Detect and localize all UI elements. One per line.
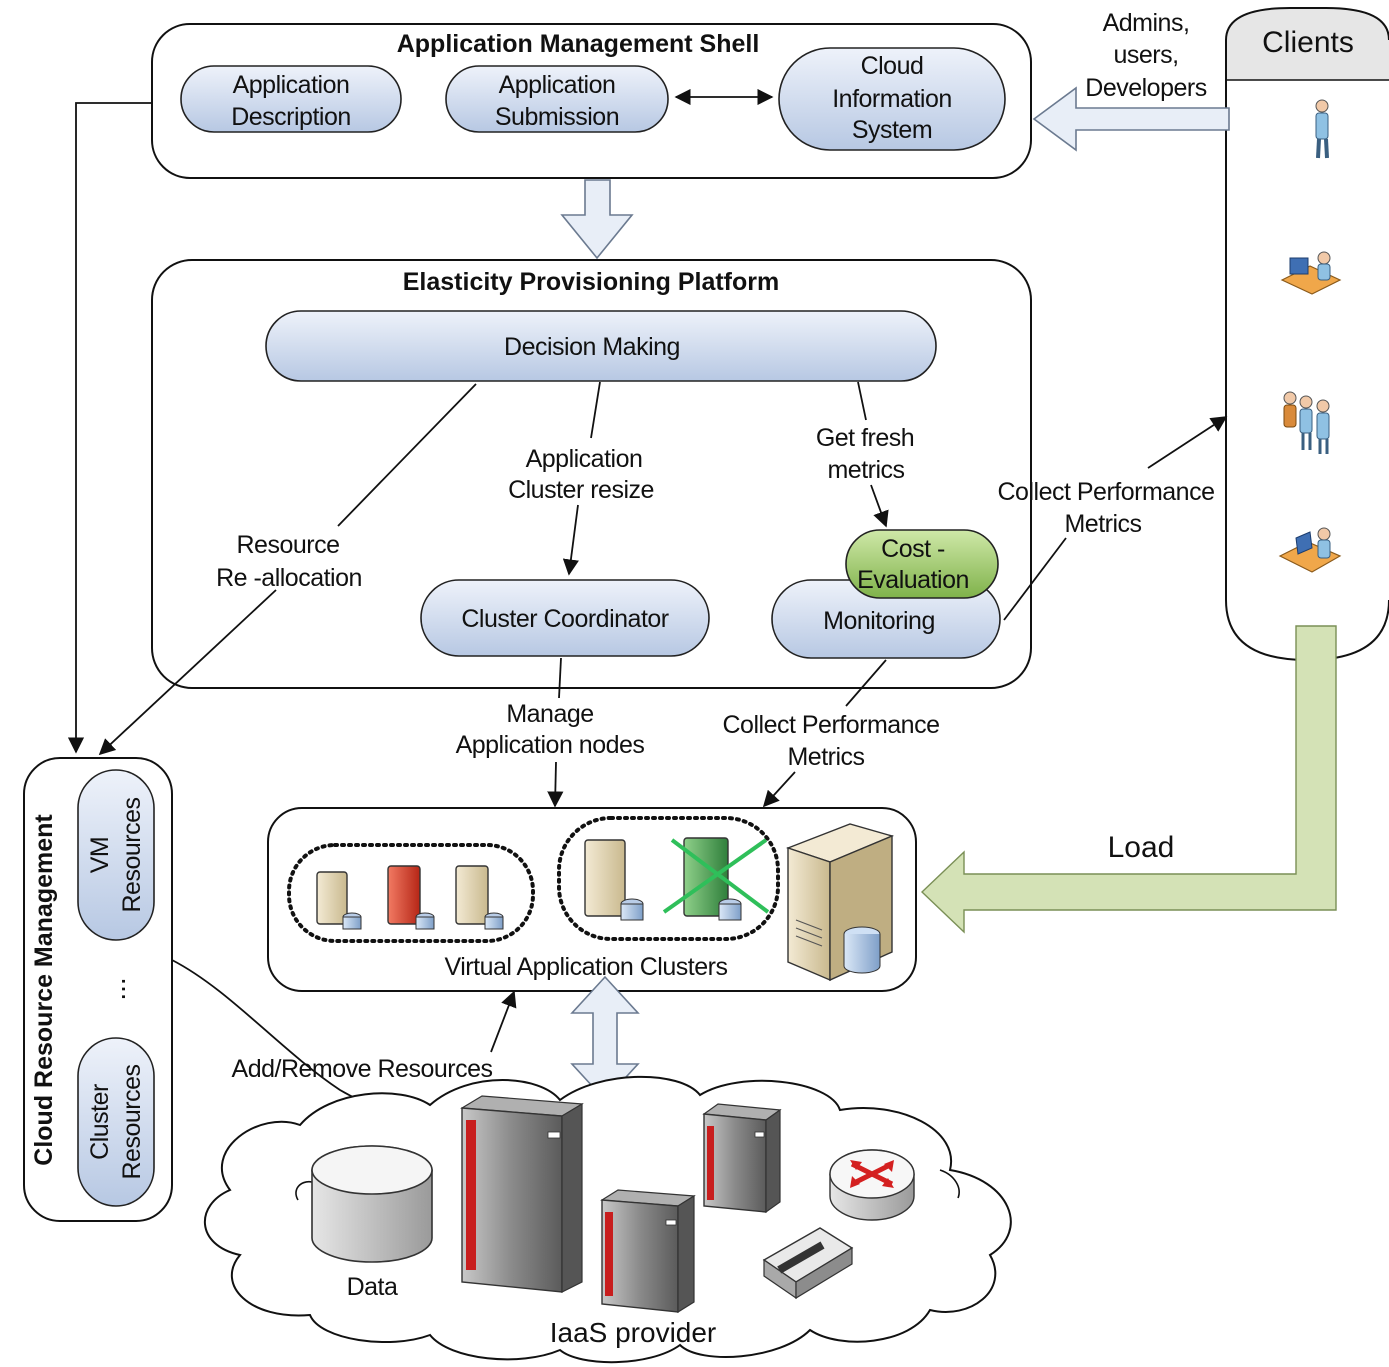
shell-to-crm-arrow bbox=[67, 102, 152, 754]
server-icon bbox=[316, 871, 362, 930]
cluster-coordinator-label: Cluster Coordinator bbox=[461, 605, 668, 633]
clients-header-bg bbox=[1226, 8, 1389, 80]
cluster-resize-line1: Application bbox=[526, 445, 643, 473]
clients-container bbox=[1225, 7, 1389, 662]
manage-edge-top bbox=[558, 657, 562, 699]
clusters-label: Virtual Application Clusters bbox=[445, 953, 728, 981]
rack-server-icon bbox=[600, 1189, 696, 1314]
metrics-to-clients-edge-bottom bbox=[1003, 537, 1067, 621]
reallocation-line2: Re -allocation bbox=[216, 564, 362, 592]
cost-evaluation-line2: Evaluation bbox=[857, 566, 969, 594]
application-description-line1: Application bbox=[233, 71, 350, 99]
application-submission-line1: Application bbox=[499, 71, 616, 99]
add-remove-arrow bbox=[490, 990, 517, 1053]
manage-edge-bottom bbox=[547, 761, 564, 808]
reallocation-edge-bottom bbox=[98, 589, 277, 756]
large-server-icon bbox=[785, 823, 895, 982]
collect-metrics-bottom-line1: Collect Performance bbox=[723, 711, 940, 739]
cloud-info-line2: Information bbox=[832, 85, 952, 113]
resize-edge-bottom bbox=[562, 504, 579, 576]
iaas-label: IaaS provider bbox=[550, 1317, 717, 1348]
collect-metrics-right-line2: Metrics bbox=[1064, 510, 1141, 538]
manage-nodes-line2: Application nodes bbox=[456, 731, 645, 759]
admins-line2: users, bbox=[1113, 41, 1178, 69]
cluster-group-1 bbox=[287, 843, 535, 943]
server-red-icon bbox=[387, 865, 435, 930]
network-switch-icon bbox=[762, 1227, 854, 1300]
cluster-coordinator-node bbox=[420, 579, 710, 657]
clients-title: Clients bbox=[1262, 26, 1354, 59]
crm-title: Cloud Resource Management bbox=[30, 814, 58, 1166]
cloud-curl bbox=[939, 1169, 960, 1199]
add-remove-label: Add/Remove Resources bbox=[232, 1055, 493, 1083]
remove-cross-icon bbox=[662, 838, 770, 914]
cost-evaluation-line1: Cost - bbox=[881, 535, 945, 563]
admins-line3: Developers bbox=[1085, 74, 1206, 102]
fresh-metrics-edge-bottom bbox=[870, 484, 889, 528]
application-submission-line2: Submission bbox=[495, 103, 619, 131]
crm-ellipsis: ... bbox=[100, 977, 131, 1000]
vm-resources-node bbox=[77, 769, 155, 941]
platform-title: Elasticity Provisioning Platform bbox=[403, 268, 779, 296]
presenter-icon bbox=[1315, 99, 1329, 159]
cloud-info-line1: Cloud bbox=[861, 52, 924, 80]
application-submission-node bbox=[445, 65, 669, 133]
application-description-node bbox=[180, 65, 402, 133]
cloud-information-system-node bbox=[778, 47, 1006, 151]
cluster-group-2 bbox=[557, 816, 780, 941]
fresh-metrics-edge-top bbox=[857, 381, 867, 421]
collect-metrics-right-line1: Collect Performance bbox=[998, 478, 1215, 506]
vm-resources-line1: VM bbox=[86, 837, 114, 874]
collect-bottom-edge-bottom bbox=[762, 771, 796, 808]
admins-line1: Admins, bbox=[1103, 9, 1190, 37]
reallocation-edge-top bbox=[337, 383, 477, 527]
load-label: Load bbox=[1108, 831, 1175, 864]
decision-making-label: Decision Making bbox=[504, 333, 680, 361]
vm-resources-line2: Resources bbox=[118, 798, 146, 913]
resize-edge-top bbox=[590, 381, 601, 439]
cost-evaluation-node bbox=[845, 529, 999, 599]
clients-to-shell-arrow bbox=[1032, 86, 1230, 152]
cluster-resources-line2: Resources bbox=[118, 1065, 146, 1180]
collect-metrics-bottom-line2: Metrics bbox=[787, 743, 864, 771]
rack-server-icon bbox=[702, 1103, 782, 1214]
decision-making-node bbox=[265, 310, 937, 382]
rack-server-icon bbox=[460, 1095, 584, 1293]
cluster-resources-line1: Cluster bbox=[86, 1084, 114, 1160]
fresh-metrics-line1: Get fresh bbox=[816, 424, 914, 452]
user-at-desk-icon bbox=[1280, 251, 1342, 295]
cluster-resources-node bbox=[77, 1037, 155, 1207]
cloud-curl bbox=[295, 1180, 313, 1201]
laptop-user-icon bbox=[1278, 527, 1342, 573]
cluster-resize-line2: Cluster resize bbox=[508, 476, 654, 504]
manage-nodes-line1: Manage bbox=[506, 700, 593, 728]
reallocation-line1: Resource bbox=[237, 531, 340, 559]
shell-title: Application Management Shell bbox=[397, 30, 760, 58]
fresh-metrics-line2: metrics bbox=[827, 456, 904, 484]
server-icon bbox=[455, 865, 504, 930]
user-group-icon bbox=[1283, 391, 1330, 454]
load-arrow bbox=[920, 625, 1337, 934]
shell-to-platform-arrow bbox=[560, 179, 634, 260]
collect-bottom-edge-top bbox=[845, 659, 887, 707]
server-icon bbox=[584, 839, 644, 921]
monitoring-label: Monitoring bbox=[823, 607, 935, 635]
metrics-to-clients-edge-top bbox=[1147, 416, 1228, 469]
data-label: Data bbox=[347, 1273, 398, 1301]
router-icon bbox=[829, 1149, 915, 1221]
cloud-info-line3: System bbox=[852, 116, 932, 144]
application-description-line2: Description bbox=[231, 103, 351, 131]
database-icon bbox=[311, 1145, 433, 1263]
